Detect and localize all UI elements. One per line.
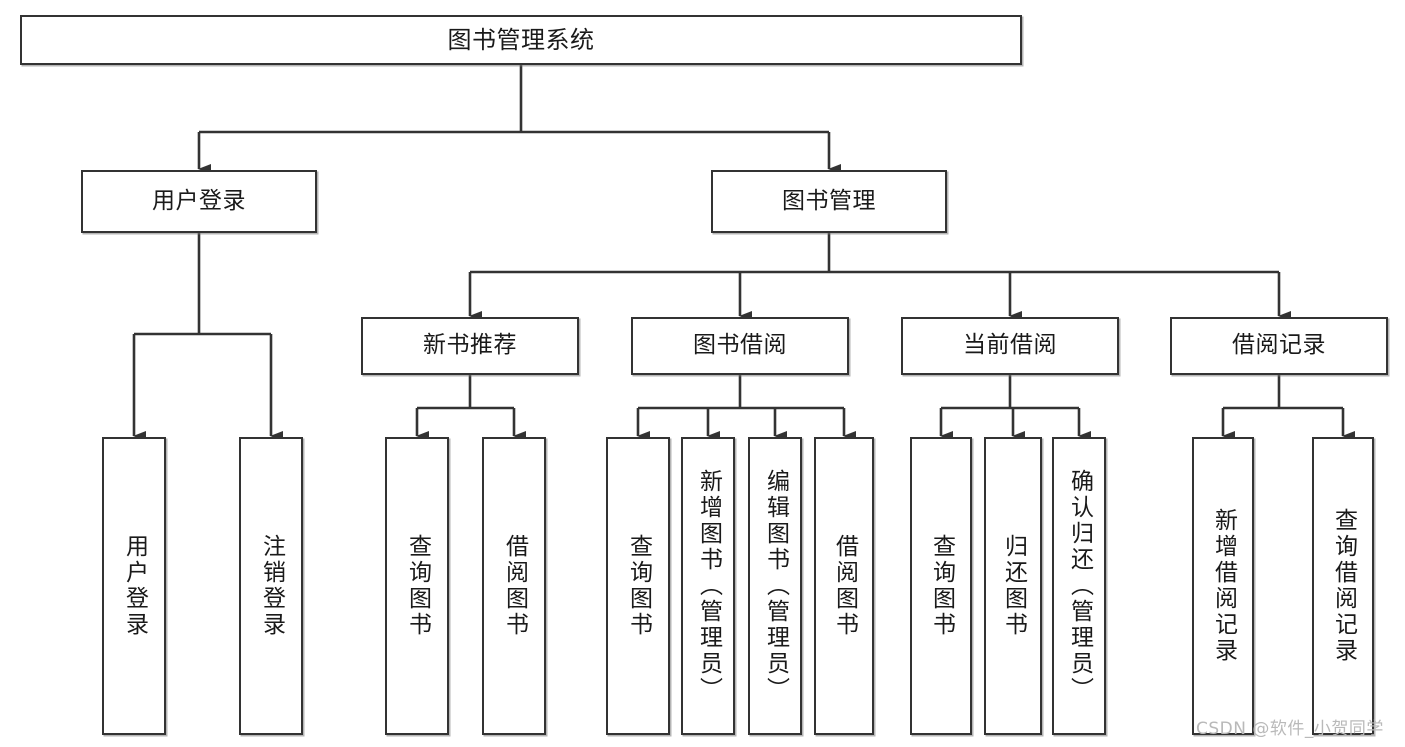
- leaf-query-book-borrow[interactable]: 查询图书: [606, 437, 670, 735]
- leaf-return-book[interactable]: 归还图书: [984, 437, 1042, 735]
- node-book-borrow[interactable]: 图书借阅: [631, 317, 849, 375]
- leaf-add-book-admin[interactable]: 新增图书（管理员）: [681, 437, 735, 735]
- csdn-watermark: CSDN @软件_小贺同学: [1196, 719, 1384, 739]
- node-root[interactable]: 图书管理系统: [20, 15, 1022, 65]
- leaf-edit-book-admin[interactable]: 编辑图书（管理员）: [748, 437, 802, 735]
- leaf-confirm-return-admin-label: 确认归还（管理员）: [1066, 469, 1093, 703]
- node-book-borrow-label: 图书借阅: [693, 332, 787, 359]
- leaf-borrow-book-recommend[interactable]: 借阅图书: [482, 437, 546, 735]
- leaf-query-book-borrow-label: 查询图书: [625, 534, 652, 638]
- leaf-add-book-admin-label: 新增图书（管理员）: [695, 469, 722, 703]
- leaf-borrow-book-label: 借阅图书: [831, 534, 858, 638]
- leaf-query-borrow-record[interactable]: 查询借阅记录: [1312, 437, 1374, 735]
- leaf-confirm-return-admin[interactable]: 确认归还（管理员）: [1052, 437, 1106, 735]
- connector-lines: [132, 65, 1355, 441]
- leaf-logout[interactable]: 注销登录: [239, 437, 303, 735]
- node-new-book-recommend[interactable]: 新书推荐: [361, 317, 579, 375]
- node-borrow-record[interactable]: 借阅记录: [1170, 317, 1388, 375]
- leaf-query-book-current-label: 查询图书: [928, 534, 955, 638]
- node-book-management[interactable]: 图书管理: [711, 170, 947, 233]
- node-book-management-label: 图书管理: [782, 187, 876, 214]
- leaf-query-borrow-record-label: 查询借阅记录: [1330, 508, 1357, 664]
- leaf-query-book-recommend-label: 查询图书: [404, 534, 431, 638]
- leaf-return-book-label: 归还图书: [1000, 534, 1027, 638]
- leaf-user-login[interactable]: 用户登录: [102, 437, 166, 735]
- leaf-add-borrow-record-label: 新增借阅记录: [1210, 508, 1237, 664]
- leaf-logout-label: 注销登录: [258, 534, 285, 638]
- node-current-borrow[interactable]: 当前借阅: [901, 317, 1119, 375]
- node-borrow-record-label: 借阅记录: [1232, 332, 1326, 359]
- leaf-query-book-current[interactable]: 查询图书: [910, 437, 972, 735]
- node-new-book-recommend-label: 新书推荐: [423, 332, 517, 359]
- node-root-label: 图书管理系统: [447, 25, 595, 54]
- leaf-query-book-recommend[interactable]: 查询图书: [385, 437, 449, 735]
- node-current-borrow-label: 当前借阅: [963, 332, 1057, 359]
- node-user-login[interactable]: 用户登录: [81, 170, 317, 233]
- node-user-login-label: 用户登录: [152, 187, 246, 214]
- leaf-borrow-book[interactable]: 借阅图书: [814, 437, 874, 735]
- leaf-add-borrow-record[interactable]: 新增借阅记录: [1192, 437, 1254, 735]
- leaf-edit-book-admin-label: 编辑图书（管理员）: [762, 469, 789, 703]
- leaf-user-login-label: 用户登录: [121, 534, 148, 638]
- leaf-borrow-book-recommend-label: 借阅图书: [501, 534, 528, 638]
